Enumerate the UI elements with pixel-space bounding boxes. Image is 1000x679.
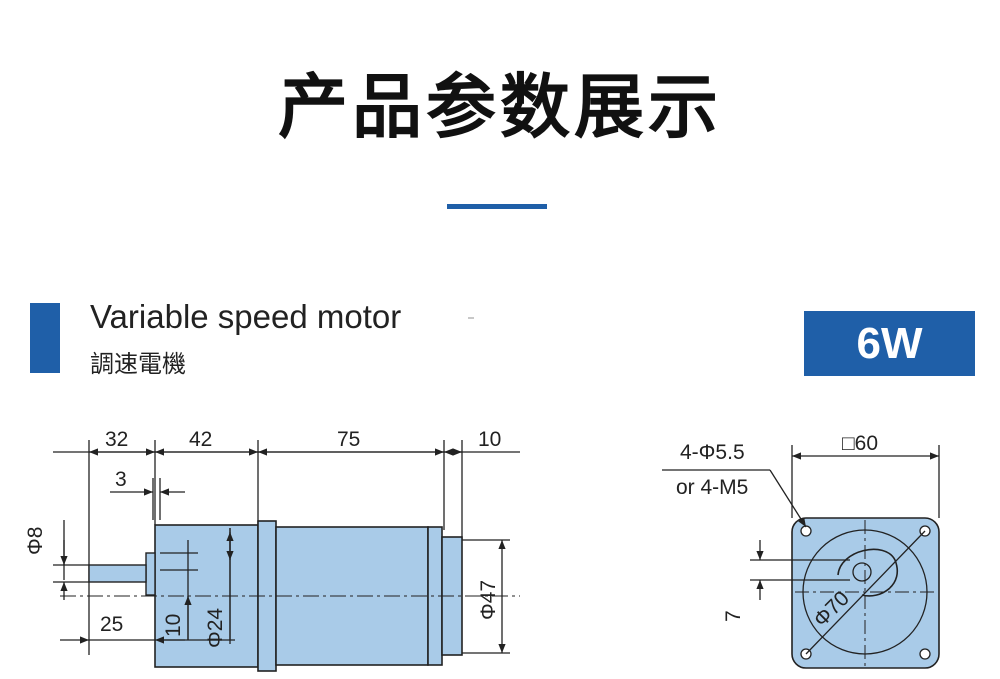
dim-10-top: 10 bbox=[478, 428, 501, 451]
dim-3: 3 bbox=[115, 468, 127, 491]
dim-phi8: Φ8 bbox=[24, 527, 47, 555]
mount-hole bbox=[800, 525, 812, 537]
dim-25: 25 bbox=[100, 613, 123, 636]
dim-42: 42 bbox=[189, 428, 212, 451]
dim-32: 32 bbox=[105, 428, 128, 451]
section-accent-bar bbox=[30, 303, 60, 373]
boss-outline bbox=[837, 548, 898, 597]
holes-label-2: or 4-M5 bbox=[676, 476, 748, 499]
dim-75: 75 bbox=[337, 428, 360, 451]
front-view bbox=[662, 445, 940, 669]
dim-7: 7 bbox=[722, 610, 745, 622]
holes-label-1: 4-Φ5.5 bbox=[680, 441, 745, 464]
power-badge: 6W bbox=[804, 311, 975, 376]
boss bbox=[145, 552, 156, 596]
dim-phi47: Φ47 bbox=[477, 580, 500, 620]
section-title-zh: 調速電機 bbox=[90, 350, 186, 378]
section-title-en: Variable speed motor bbox=[90, 298, 402, 335]
mount-hole bbox=[919, 648, 931, 660]
divider-dot bbox=[468, 317, 474, 319]
title-underline bbox=[447, 204, 547, 209]
side-view bbox=[53, 440, 520, 672]
dim-square-60: □60 bbox=[842, 432, 878, 455]
dim-10-side: 10 bbox=[162, 614, 185, 637]
shaft-circle bbox=[852, 562, 872, 582]
shaft bbox=[88, 564, 147, 583]
dim-phi24: Φ24 bbox=[204, 608, 227, 648]
page-title: 产品参数展示 bbox=[278, 66, 722, 148]
